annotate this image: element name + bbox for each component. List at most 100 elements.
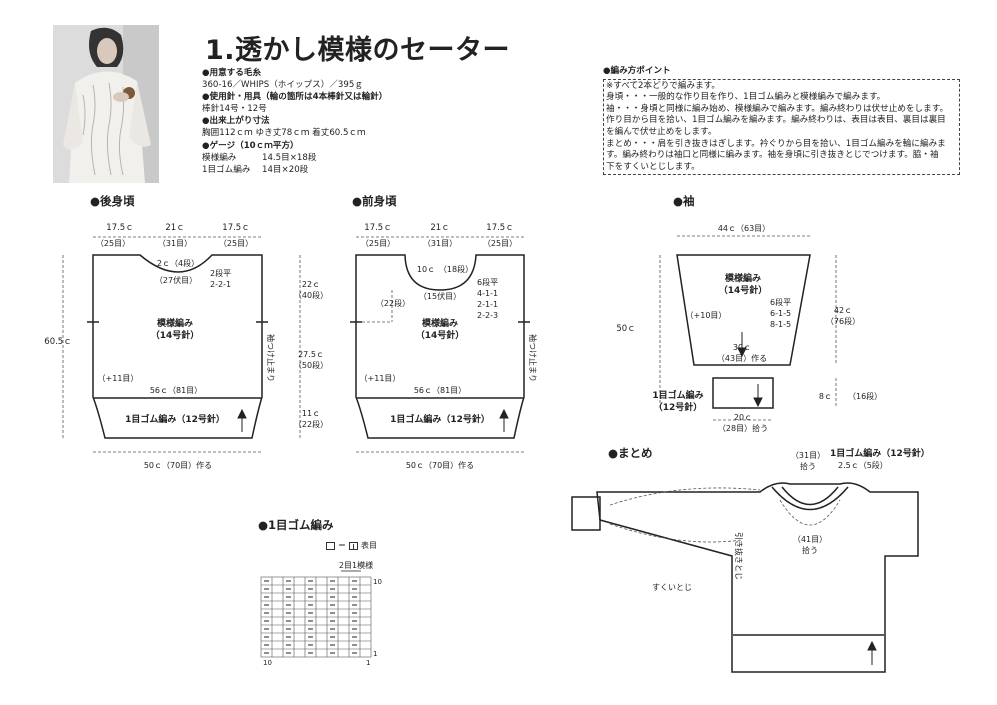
sleeve-bottom-sts: （43目）作る [717,353,767,363]
back-needle: （14号針） [151,329,200,341]
points-heading: ●編み方ポイント [603,66,671,76]
sleeve-shape-2: 6-1-5 [770,309,791,318]
back-pattern: 模様編み [157,317,193,329]
rib-heading: ●1目ゴム編み [258,518,334,532]
points-line: ※すべて2本どりで編みます。 [606,80,720,91]
gauge-key: 1目ゴム編み [202,164,251,175]
tools-heading: ●使用針・用具（輪の箇所は4本棒針又は輪針） [202,92,388,103]
back-sts-1: （25目） [96,239,130,248]
back-sleeve-mark: 袖つけ止まり [266,334,276,382]
knitting-points: ●編み方ポイント ※すべて2本どりで編みます。 身頃・・・一般的な作り目を作り、… [603,66,960,176]
knit-square-icon [349,541,358,550]
gauge-key: 模様編み [202,152,237,163]
back-dim-r1: 22ｃ [302,280,320,289]
points-line: 身頃・・・一般的な作り目を作り、1目ゴム編みと模様編みで編みます。 [606,92,886,103]
front-neck-depth: 10ｃ [417,265,435,274]
pick-top-sts: （31目） [791,451,825,460]
yarn-heading: ●用意する毛糸 [202,68,262,78]
sleeve-needle: （14号針） [719,284,768,296]
rib-legend: ＝ 表目 [326,540,377,551]
front-heading: ●前身頃 [352,194,397,208]
pick-bottom-label: 拾う [802,545,818,555]
front-sts-1: （25目） [361,239,395,248]
sleeve-shape-1: 6段平 [770,297,791,307]
tools-text: 棒針14号・12号 [202,104,267,115]
gauge-row: 模様編み 14.5目×18段 [202,152,387,164]
back-dim-r2: 27.5ｃ [298,350,324,359]
back-dim-3: 17.5ｃ [222,223,249,233]
sleeve-shape-3: 8-1-5 [770,320,791,329]
collar-height: 2.5ｃ（5段） [838,460,888,470]
seam-label: すくいとじ [652,583,692,592]
sleeve-height-rows: （76段） [826,316,860,326]
page-title: 1.透かし模様のセーター [205,35,511,66]
back-heading: ●後身頃 [90,194,135,208]
collar-inner [781,486,839,506]
front-side-rows: （22段） [376,298,410,308]
sleeve-cuff-rows: （16段） [848,391,882,401]
collar-ribbing: 1目ゴム編み（12号針） [830,447,930,459]
back-dim-r3: 11ｃ [302,409,320,418]
legend-text: 表目 [361,541,377,550]
front-needle: （14号針） [416,329,465,341]
sleeve-top: 44ｃ（63目） [718,224,770,233]
model-photo [53,25,159,183]
front-pattern: 模様編み [422,317,458,329]
finish-heading: ●まとめ [608,446,653,460]
back-dim-r1-rows: （40段） [294,290,328,300]
sleeve-cuff-needle: （12号針） [654,401,703,413]
blank-square-icon [326,541,335,550]
front-neck-bind: （15伏目） [419,291,461,301]
front-ribbing: 1目ゴム編み（12号針） [390,413,490,425]
gauge-row: 1目ゴム編み 14目×20段 [202,164,387,176]
pick-top-label: 拾う [800,461,816,471]
sleeve-cuff [712,377,774,409]
front-width: 56ｃ（81目） [414,386,466,395]
front-neck-rows: （18段） [439,264,473,274]
back-neck-bind: （27伏目） [155,275,197,285]
front-outline [355,254,525,439]
size-heading: ●出来上がり寸法 [202,116,270,127]
front-shape-1: 6段平 [477,277,498,287]
points-line: 作り目から目を拾い、1目ゴム編みを編みます。編み終わりは、表目は表目、裏目は裏目 [606,115,946,126]
back-dim-1: 17.5ｃ [106,223,133,233]
gauge-heading: ●ゲージ（10ｃｍ平方） [202,140,299,151]
size-text: 胸囲112ｃｍ ゆき丈78ｃｍ 着丈60.5ｃｍ [202,128,366,139]
front-shape-3: 2-1-1 [477,300,498,309]
sleeve-pattern: 模様編み [725,272,761,284]
front-dim-2: 21ｃ [430,223,449,233]
points-line: 下をすくいとじします。 [606,161,700,172]
back-dim-2: 21ｃ [165,223,184,233]
front-cast-on: 50ｃ（70目）作る [406,460,474,470]
sweater-sleeve-left [571,496,601,531]
gauge-value: 14目×20段 [262,164,309,175]
front-sleeve-mark: 袖つけ止まり [528,334,538,382]
gauge-value: 14.5目×18段 [262,152,317,163]
back-ribbing: 1目ゴム編み（12号針） [125,413,225,425]
sleeve-cuff-w: 20ｃ [734,413,752,422]
rib-chart [260,576,372,658]
front-sts-3: （25目） [483,239,517,248]
back-increase: （+11目） [98,374,139,383]
sleeve-cuff-sts: （28目）拾う [718,423,768,433]
back-dim-r3-rows: （22段） [294,419,328,429]
rib-row-end: 10 [373,578,382,586]
legend-equals: ＝ [338,541,346,550]
sleeve-cuff-h: 8ｃ [819,392,832,401]
sleeve-cuff-label: 1目ゴム編み [652,389,703,401]
back-shoulder-1: 2段平 [210,268,231,278]
rib-repeat: 2目1模様 [339,560,373,570]
sweater-outline [596,482,919,673]
sleeve-height-right: 42ｃ [834,306,852,315]
back-outline [92,254,263,439]
back-shoulder-2: 2-2-1 [210,280,231,289]
sleeve-bottom-w: 30ｃ [733,343,751,352]
rib-col-right: 1 [366,659,370,667]
front-increase: （+11目） [360,374,401,383]
points-line: す。編み終わりは袖口と同様に編みます。袖を身頃に引き抜きとじでつけます。脇・袖 [606,150,939,161]
points-line: 袖・・・身頃と同様に編み始め、模様編みで編みます。編み終わりは伏せ止めをします。 [606,103,949,114]
join-label: 引き抜きとじ [734,532,744,580]
front-shape-4: 2-2-3 [477,311,498,320]
back-total-height: 60.5ｃ [44,337,71,347]
